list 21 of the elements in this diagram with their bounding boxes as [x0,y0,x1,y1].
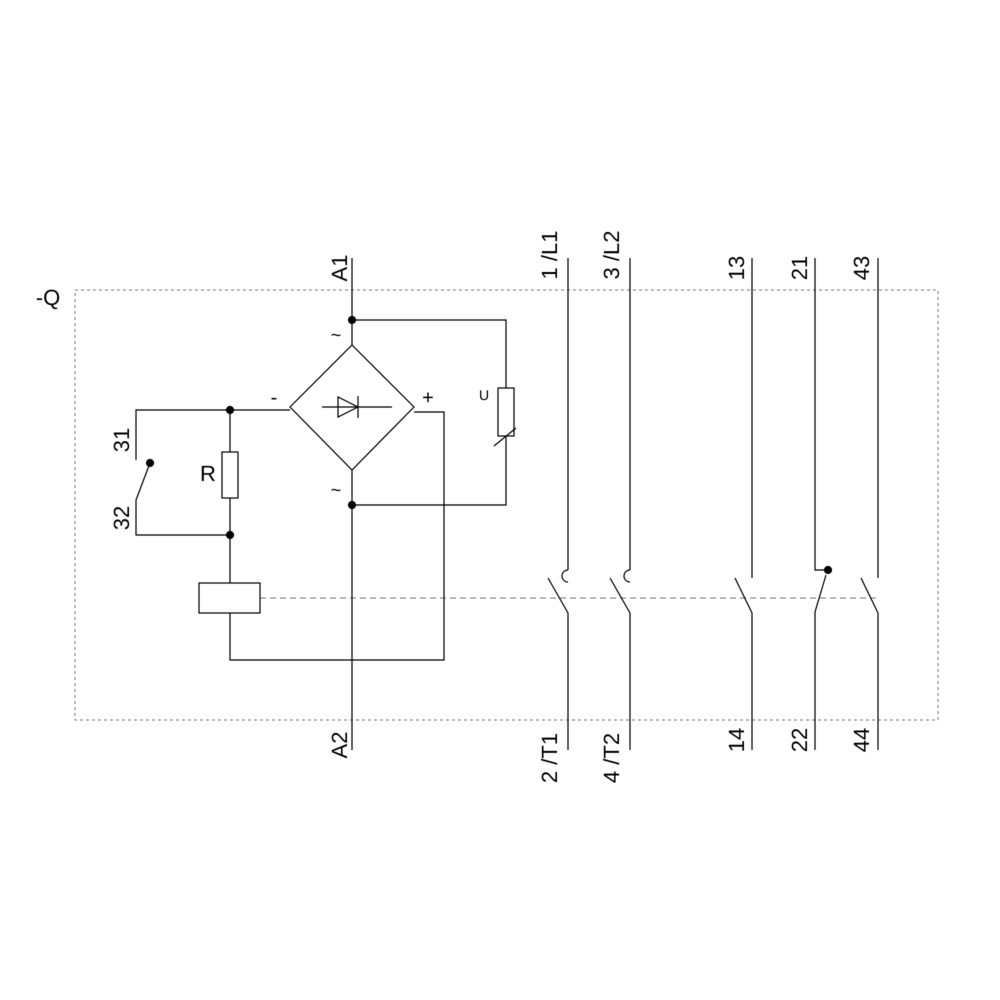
terminal-label: 32 [111,506,133,530]
polarity-mark: ~ [330,326,342,344]
terminal-label: 31 [111,428,133,452]
terminal-label: A1 [329,254,351,282]
polarity-mark: ~ [330,481,342,499]
terminal-label: A2 [329,732,351,758]
component-label: R [200,463,216,485]
terminal-label: 14 [726,728,748,752]
terminal-label: 21 [789,256,811,280]
terminal-label: 44 [851,728,873,752]
polarity-mark: - [270,388,278,408]
component-label: U [478,388,490,402]
terminal-label: 1 /L1 [539,230,561,280]
terminal-label: 43 [851,256,873,280]
device-label: -Q [36,287,60,309]
terminal-label: 4 /T2 [601,732,623,784]
terminal-label: 13 [726,256,748,280]
terminal-label: 2 /T1 [539,732,561,784]
terminal-label: 3 /L2 [601,230,623,280]
polarity-mark: + [422,388,434,408]
terminal-label: 22 [789,728,811,752]
